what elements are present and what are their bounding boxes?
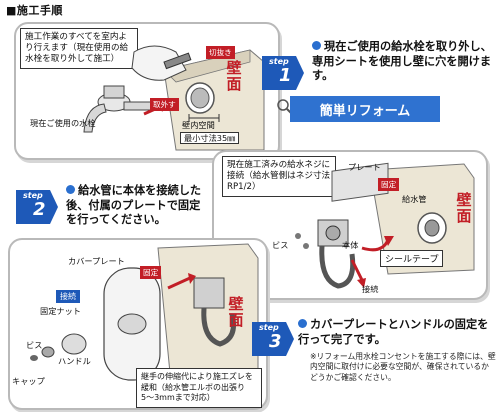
step2-number: 2	[33, 199, 46, 220]
step2-illustration	[295, 162, 475, 289]
plate-label: プレート	[348, 162, 381, 172]
step3-illustration	[30, 243, 259, 395]
step2-note: 現在施工済みの給水ネジに接続（給水管側はネジ寸法RP1/2）	[222, 156, 336, 197]
step3-description: カバープレートとハンドルの固定を行って完了です。	[298, 318, 489, 346]
body-label: 本体	[342, 240, 359, 250]
handle-label: ハンドル	[58, 356, 91, 366]
step1-badge: step 1	[262, 56, 304, 90]
fix-tag-3: 固定	[140, 266, 162, 279]
current-faucet-label: 現在ご使用の水栓	[30, 118, 96, 128]
remove-tag: 取外す	[150, 98, 179, 111]
page-title: ■施工手順	[6, 4, 63, 17]
step2-description: 給水管に本体を接続した後、付属のプレートで固定を行ってください。	[66, 184, 202, 226]
bullet-icon	[298, 319, 307, 328]
step1-number: 1	[279, 65, 292, 86]
seal-tape-label: シールテープ	[380, 250, 444, 267]
step2-badge: step 2	[16, 190, 58, 224]
step3-number: 3	[269, 331, 282, 352]
step3-word: step	[259, 323, 279, 332]
step1-description: 現在ご使用の給水栓を取り外し、専用シートを使用し壁に穴を開けます。	[312, 40, 492, 82]
easy-reform-banner: 簡単リフォーム	[290, 96, 440, 122]
step1-word: step	[269, 57, 289, 66]
fixing-nut-label: 固定ナット	[40, 306, 81, 316]
min-dimension-label: 最小寸法35㎜	[180, 132, 240, 144]
footnote: ※リフォーム用水栓コンセントを施工する際には、壁内空間に取付けに必要な空間が、確…	[310, 352, 496, 382]
screw-label-2: ビス	[272, 240, 289, 250]
fix-tag-2: 固定	[378, 178, 400, 191]
connect-box: 接続	[56, 290, 80, 303]
bullet-icon	[66, 185, 75, 194]
cover-plate-label: カバープレート	[68, 256, 125, 266]
wall-label-2: 壁面	[456, 191, 472, 225]
step3-note: 継手の伸縮代により施工ズレを緩和（給水管エルボの出張り5〜3mmまで対応）	[136, 368, 262, 408]
step1-note: 施工作業のすべてを室内より行えます（現在使用の給水栓を取り外して施工）	[20, 28, 138, 69]
step2-word: step	[23, 191, 43, 200]
water-pipe-label: 給水管	[402, 194, 427, 204]
step3-badge: step 3	[252, 322, 294, 356]
screw-label-3: ビス	[26, 340, 43, 350]
cut-tag: 切抜き	[206, 46, 235, 59]
cap-label: キャップ	[12, 376, 45, 386]
bullet-icon	[312, 41, 321, 50]
connect-label: 接続	[362, 284, 379, 294]
wall-label-1: 壁面	[226, 59, 242, 93]
wall-space-label: 壁内空間	[182, 120, 215, 130]
wall-label-3: 壁面	[228, 295, 244, 329]
